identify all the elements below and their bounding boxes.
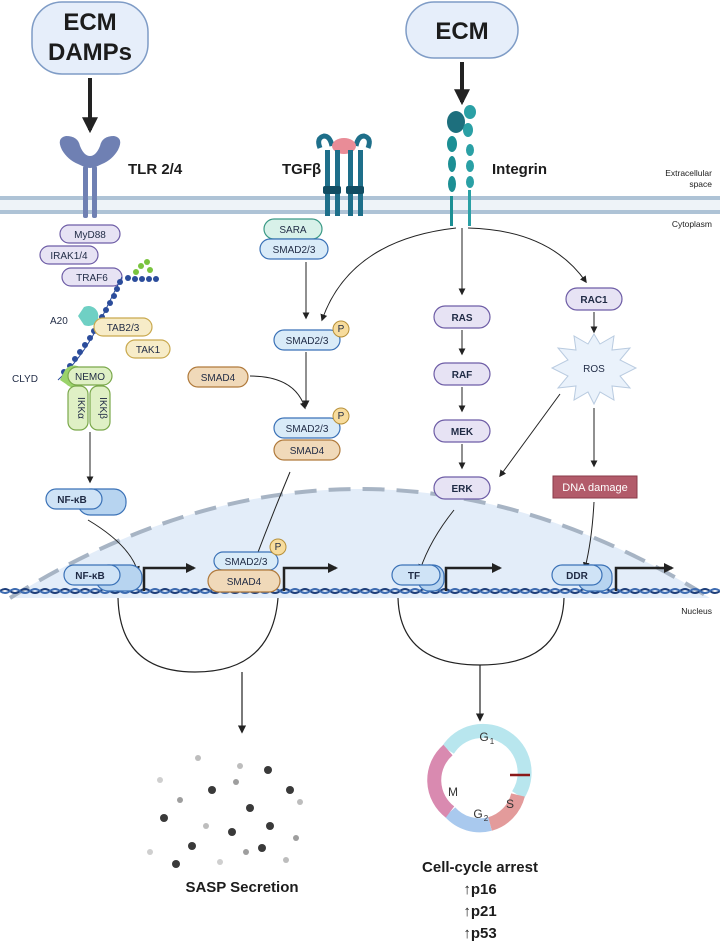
svg-text:SMAD4: SMAD4 xyxy=(201,373,236,384)
svg-text:SMAD4: SMAD4 xyxy=(227,577,262,588)
p21-label: ↑p21 xyxy=(463,903,496,920)
nfkb-cyto-node: NF-κB xyxy=(45,488,127,516)
svg-text:S: S xyxy=(506,797,514,811)
svg-text:NF-κB: NF-κB xyxy=(75,571,104,582)
svg-text:DDR: DDR xyxy=(566,571,588,582)
svg-text:SMAD2/3: SMAD2/3 xyxy=(273,245,316,256)
ecm-damps-line1: ECM xyxy=(63,9,116,36)
merge-curve-cell-cycle xyxy=(397,597,565,666)
a20-node xyxy=(78,306,99,326)
svg-text:G: G xyxy=(479,730,488,744)
myd88-node: MyD88 xyxy=(59,224,121,244)
svg-text:2: 2 xyxy=(484,814,489,823)
p53-label: ↑p53 xyxy=(463,925,496,941)
smad-complex-cyto-node: SMAD2/3 P SMAD4 xyxy=(273,407,350,461)
nfkb-nucleus-node: NF-κB xyxy=(63,564,143,592)
dna-damage-node: DNA damage xyxy=(552,475,638,499)
p16-label: ↑p16 xyxy=(463,881,496,898)
cell-cycle-label: Cell-cycle arrest xyxy=(422,859,538,876)
svg-text:RAC1: RAC1 xyxy=(580,295,608,306)
sasp-particles-icon xyxy=(147,755,303,868)
ikka-node: IKKα xyxy=(67,385,89,431)
ros-node: ROS xyxy=(550,333,638,406)
ecm-damps-box: ECM DAMPs xyxy=(31,1,149,75)
svg-text:IKKβ: IKKβ xyxy=(97,397,108,419)
svg-text:IKKα: IKKα xyxy=(75,397,86,419)
raf-node: RAF xyxy=(433,362,491,386)
integrin-receptor-icon xyxy=(447,105,476,226)
svg-text:ERK: ERK xyxy=(451,484,473,495)
svg-text:TF: TF xyxy=(408,571,420,582)
nucleus-region xyxy=(8,487,712,600)
svg-text:M: M xyxy=(448,785,458,799)
integrin-label: Integrin xyxy=(492,161,547,178)
arrow-smad4-to-complex xyxy=(249,375,307,410)
svg-text:MEK: MEK xyxy=(451,427,474,438)
svg-text:IRAK1/4: IRAK1/4 xyxy=(50,251,88,262)
svg-text:SMAD2/3: SMAD2/3 xyxy=(286,424,329,435)
mek-node: MEK xyxy=(433,419,491,443)
arrow-dna-damage-to-ddr xyxy=(582,501,595,570)
smad-complex-nucleus-node: SMAD2/3 P SMAD4 xyxy=(207,538,287,593)
nemo-node: NEMO xyxy=(67,366,113,386)
svg-text:DNA damage: DNA damage xyxy=(562,482,627,494)
transcription-arrow-nfkb xyxy=(142,563,196,591)
ikkb-node: IKKβ xyxy=(89,385,111,431)
extracellular-label-line2: space xyxy=(689,179,712,189)
svg-text:P: P xyxy=(275,542,282,553)
svg-text:SMAD2/3: SMAD2/3 xyxy=(225,557,268,568)
svg-text:NF-κB: NF-κB xyxy=(57,495,86,506)
cytoplasm-label: Cytoplasm xyxy=(672,219,712,229)
tlr-label: TLR 2/4 xyxy=(128,161,183,178)
tlr-receptor-icon xyxy=(59,136,121,218)
arrow-integrin-to-smad xyxy=(320,227,457,322)
svg-text:RAS: RAS xyxy=(451,313,472,324)
transcription-arrow-ddr xyxy=(614,563,674,591)
tgfb-receptor-icon xyxy=(316,133,372,216)
ecm-box: ECM xyxy=(405,1,519,59)
merge-curve-sasp xyxy=(117,597,279,673)
ras-node: RAS xyxy=(433,305,491,329)
irak-node: IRAK1/4 xyxy=(39,245,99,265)
svg-text:SARA: SARA xyxy=(279,225,307,236)
transcription-arrow-smad xyxy=(282,563,338,591)
svg-text:TRAF6: TRAF6 xyxy=(76,273,108,284)
tak1-node: TAK1 xyxy=(125,339,171,359)
svg-text:TAK1: TAK1 xyxy=(136,345,161,356)
ecm-damps-line2: DAMPs xyxy=(48,39,132,66)
ddr-nucleus-node: DDR xyxy=(551,564,613,592)
smad23-p-node: SMAD2/3 P xyxy=(273,320,350,351)
svg-text:TAB2/3: TAB2/3 xyxy=(107,323,140,334)
svg-text:ROS: ROS xyxy=(583,364,605,375)
svg-text:SMAD2/3: SMAD2/3 xyxy=(286,336,329,347)
arrow-integrin-to-rac1 xyxy=(467,227,587,284)
erk-node: ERK xyxy=(433,476,491,500)
ecm-label: ECM xyxy=(435,18,488,45)
sara-node: SARA xyxy=(263,218,323,240)
traf6-node: TRAF6 xyxy=(61,267,123,287)
svg-text:SMAD4: SMAD4 xyxy=(290,446,325,457)
svg-text:MyD88: MyD88 xyxy=(74,230,106,241)
a20-label: A20 xyxy=(50,316,68,327)
smad4-cyto-node: SMAD4 xyxy=(187,366,249,388)
tab-node: TAB2/3 xyxy=(93,317,153,337)
extracellular-label-line1: Extracellular xyxy=(665,168,712,178)
svg-text:NEMO: NEMO xyxy=(75,372,105,383)
clyd-label: CLYD xyxy=(12,374,38,385)
svg-text:1: 1 xyxy=(490,737,495,746)
svg-text:G: G xyxy=(473,807,482,821)
cell-cycle-icon: G 1 S G 2 M xyxy=(427,723,532,833)
smad23-membrane-node: SMAD2/3 xyxy=(259,238,329,260)
sasp-label: SASP Secretion xyxy=(185,879,298,896)
transcription-arrow-tf xyxy=(444,563,502,591)
arrow-ros-to-erk xyxy=(499,393,561,478)
svg-text:P: P xyxy=(338,411,345,422)
svg-text:RAF: RAF xyxy=(452,370,473,381)
tf-nucleus-node: TF xyxy=(391,564,445,592)
tgfb-label: TGFβ xyxy=(282,161,321,178)
nucleus-label: Nucleus xyxy=(681,606,712,616)
rac1-node: RAC1 xyxy=(565,287,623,311)
svg-text:P: P xyxy=(338,324,345,335)
